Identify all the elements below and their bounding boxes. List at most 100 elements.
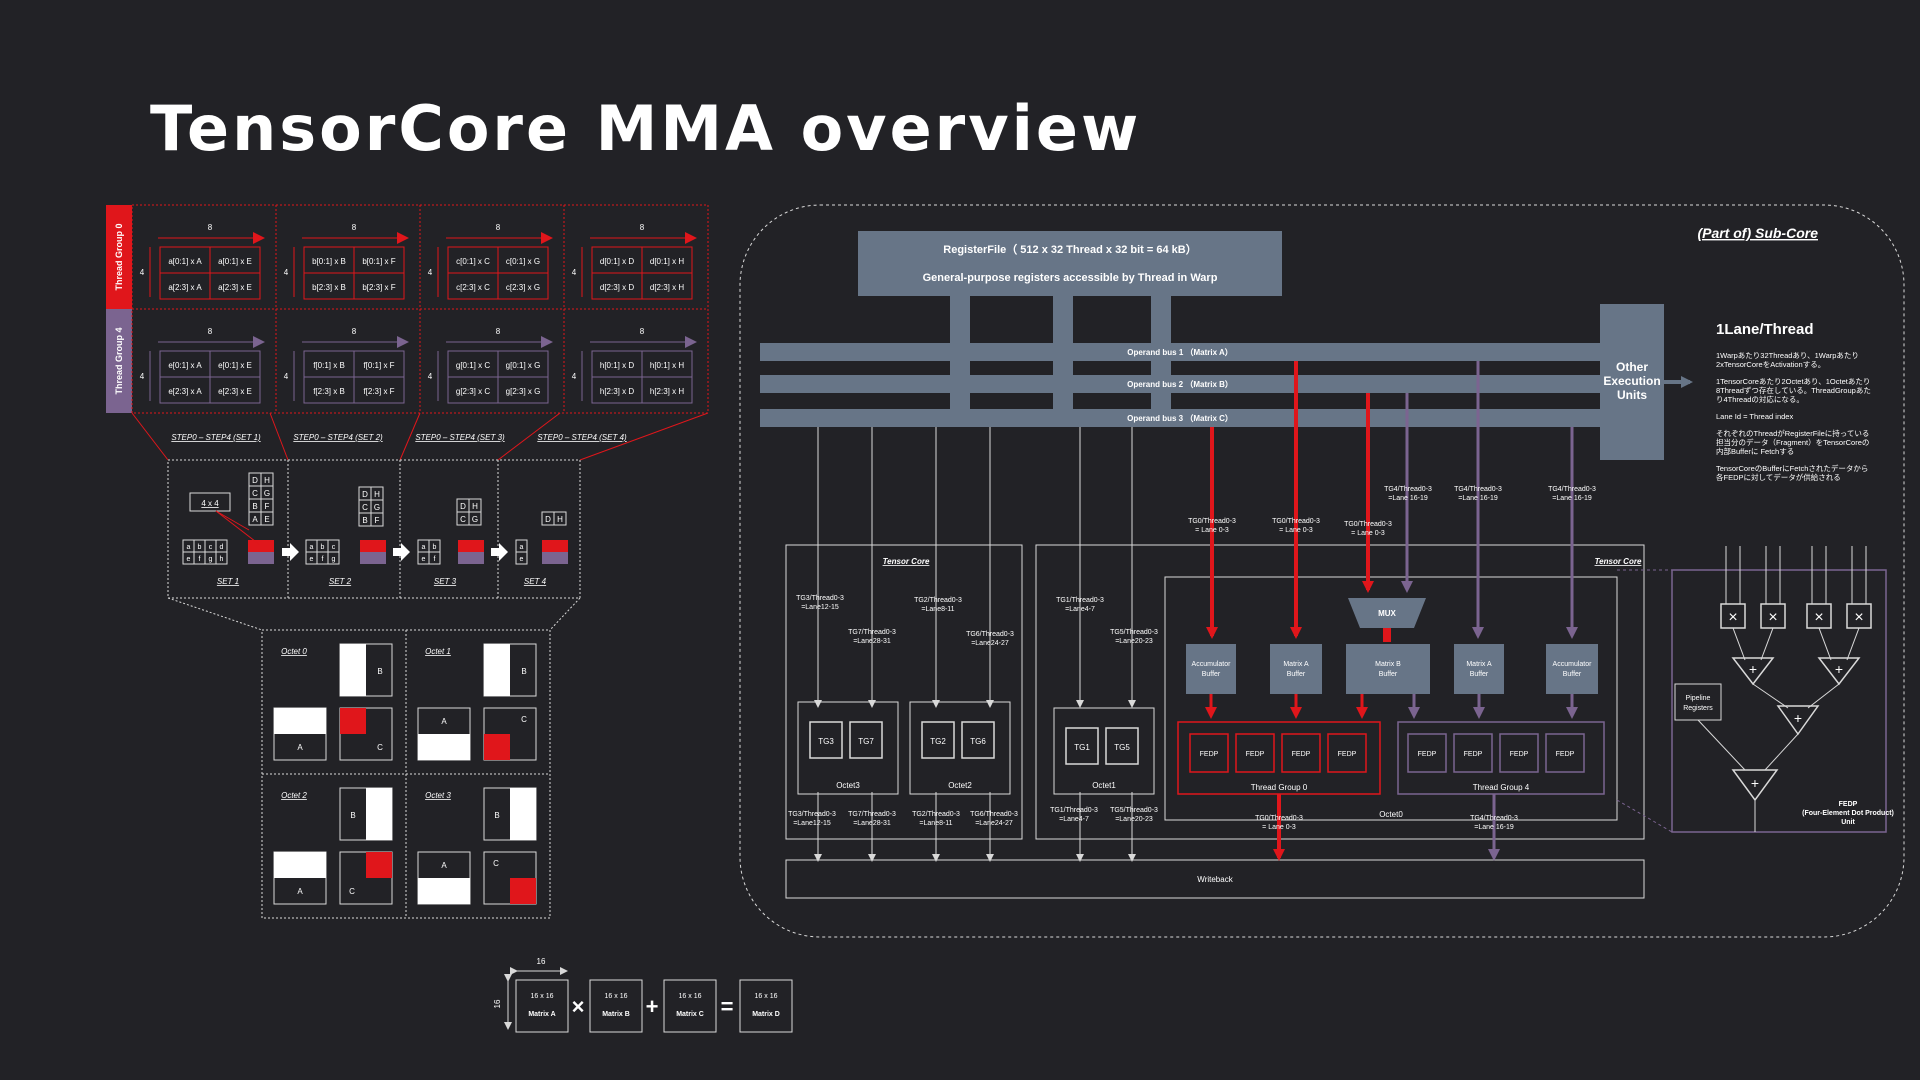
- set-label: SET 3: [434, 577, 457, 586]
- set2-letters-letter: D: [362, 490, 368, 499]
- mux: [1348, 598, 1426, 628]
- octet-b-label: B: [521, 667, 526, 676]
- legend-op: ×: [572, 994, 585, 1019]
- height-label: 4: [428, 268, 433, 277]
- flow-arrow: [393, 543, 410, 561]
- purple-block: [458, 552, 471, 564]
- subcore-outline: [739, 204, 1905, 938]
- tg0-cell: a[0:1] x A: [168, 257, 202, 266]
- fedp-label: FEDP: [1200, 751, 1219, 758]
- lane-label-in: TG7/Thread0-3: [848, 629, 896, 636]
- set3-grid-letter: b: [433, 544, 437, 551]
- adder-sign: +: [1749, 661, 1757, 677]
- octet-c-label: C: [521, 715, 527, 724]
- tg0-side-bar: [106, 205, 132, 309]
- set3-letters-letter: G: [472, 515, 478, 524]
- tg-box-label: TG6: [970, 737, 986, 746]
- set1-letters-letter: B: [252, 502, 257, 511]
- tg4-cell: h[2:3] x D: [600, 387, 634, 396]
- tg0-cell: b[2:3] x B: [312, 283, 346, 292]
- tg4-cell: g[0:1] x C: [456, 361, 490, 370]
- fedp-unit: [1453, 733, 1493, 773]
- tg-box: [809, 721, 843, 759]
- side-note-line: 1TensorCoreあたり2Octetあり、1Octetあたり: [1716, 377, 1870, 386]
- set4-grid-cell: [515, 551, 528, 565]
- fedp-unit: [1281, 733, 1321, 773]
- tg4-cell: h[0:1] x H: [650, 361, 684, 370]
- tg0-cell: d[0:1] x D: [600, 257, 634, 266]
- tensor-core-right: [1035, 544, 1645, 840]
- lane-label-in: =Lane28-31: [853, 638, 891, 645]
- fedp-label: FEDP: [1464, 751, 1483, 758]
- lane-label-in: TG6/Thread0-3: [966, 631, 1014, 638]
- wire: [1760, 627, 1774, 661]
- tg4-out-label: TG4/Thread0-3: [1470, 815, 1518, 822]
- other-execution-units: [1600, 304, 1664, 460]
- tg4-lane-label: =Lane 16-19: [1458, 495, 1498, 502]
- set3-letters-letter: H: [472, 502, 478, 511]
- set1-grid-letter: e: [187, 556, 191, 563]
- set2-grid-letter: c: [332, 544, 336, 551]
- other-units-1: Other: [1616, 360, 1648, 374]
- tg4-lane-label: =Lane 16-19: [1388, 495, 1428, 502]
- fedp-label: FEDP: [1292, 751, 1311, 758]
- width-label: 8: [208, 223, 213, 232]
- tg4-lane-label: TG4/Thread0-3: [1454, 486, 1502, 493]
- octet-a-label: A: [441, 717, 447, 726]
- tg4-side-bar: [106, 309, 132, 413]
- writeback-label: Writeback: [1197, 875, 1233, 884]
- set1-letters-letter: F: [265, 502, 270, 511]
- legend-matrix-name: Matrix A: [528, 1011, 555, 1018]
- octet-a-fill: [418, 734, 470, 760]
- tg4-cell: e[0:1] x A: [168, 361, 202, 370]
- tg4-cell: g[2:3] x C: [456, 387, 490, 396]
- set2-grid-letter: b: [321, 544, 325, 551]
- operand-bus-1-label: Operand bus 1 （Matrix A）: [1127, 347, 1233, 357]
- set1-grid-letter: c: [209, 544, 213, 551]
- buffer: [1546, 644, 1598, 694]
- subcore-title: (Part of) Sub-Core: [1697, 225, 1818, 241]
- operand-bus-1: [760, 343, 1600, 361]
- lane-label-in: TG5/Thread0-3: [1110, 629, 1158, 636]
- tg0-cell: d[0:1] x H: [650, 257, 684, 266]
- tg0-cell: c[2:3] x G: [506, 283, 540, 292]
- tg0-cell: b[0:1] x F: [362, 257, 395, 266]
- octet-b-fill: [484, 644, 510, 696]
- tg0-cell: c[2:3] x C: [456, 283, 490, 292]
- fedp-caption: Unit: [1841, 819, 1855, 826]
- tg0-side-label: Thread Group 0: [114, 223, 124, 290]
- legend-size: 16 x 16: [531, 993, 554, 1000]
- register-file-line1: RegisterFile（ 512 x 32 Thread x 32 bit =…: [943, 243, 1196, 256]
- tg0-lane-label: = Lane 0-3: [1279, 527, 1313, 534]
- octet-label: Octet 0: [281, 647, 307, 656]
- octet-tg-box: [797, 701, 899, 795]
- tg4-cell: g[2:3] x G: [506, 387, 541, 396]
- legend-size: 16 x 16: [679, 993, 702, 1000]
- adder: [1776, 705, 1820, 736]
- set3-letters-letter: C: [460, 515, 466, 524]
- set1-grid-letter: g: [209, 556, 213, 563]
- side-note-line: 8Threadずつ存在している。ThreadGroupあた: [1716, 385, 1871, 395]
- flow-arrow: [282, 543, 299, 561]
- set1-letters-cell: [260, 511, 274, 526]
- set4-grid-letter: e: [520, 556, 524, 563]
- fedp-label: FEDP: [1338, 751, 1357, 758]
- buffer-label: Matrix A: [1283, 661, 1309, 668]
- fedp-unit: [1235, 733, 1275, 773]
- octet0-label: Octet0: [1379, 810, 1403, 819]
- lane-label-out: =Lane28-31: [853, 820, 891, 827]
- lane-label-out: =Lane12-15: [793, 820, 831, 827]
- side-note-line: TensorCoreのBufferにFetchされたデータから: [1716, 463, 1868, 473]
- set2-letters-cell: [370, 512, 384, 527]
- tg-box: [961, 721, 995, 759]
- side-notes-heading: 1Lane/Thread: [1716, 321, 1814, 338]
- tg4-cell: h[2:3] x H: [650, 387, 684, 396]
- buffer-label: Matrix B: [1375, 661, 1401, 668]
- wire: [1807, 683, 1840, 709]
- fedp-label: FEDP: [1510, 751, 1529, 758]
- octet-c-fill: [340, 708, 366, 734]
- octet-c-label: C: [377, 743, 383, 752]
- buffer: [1346, 644, 1430, 694]
